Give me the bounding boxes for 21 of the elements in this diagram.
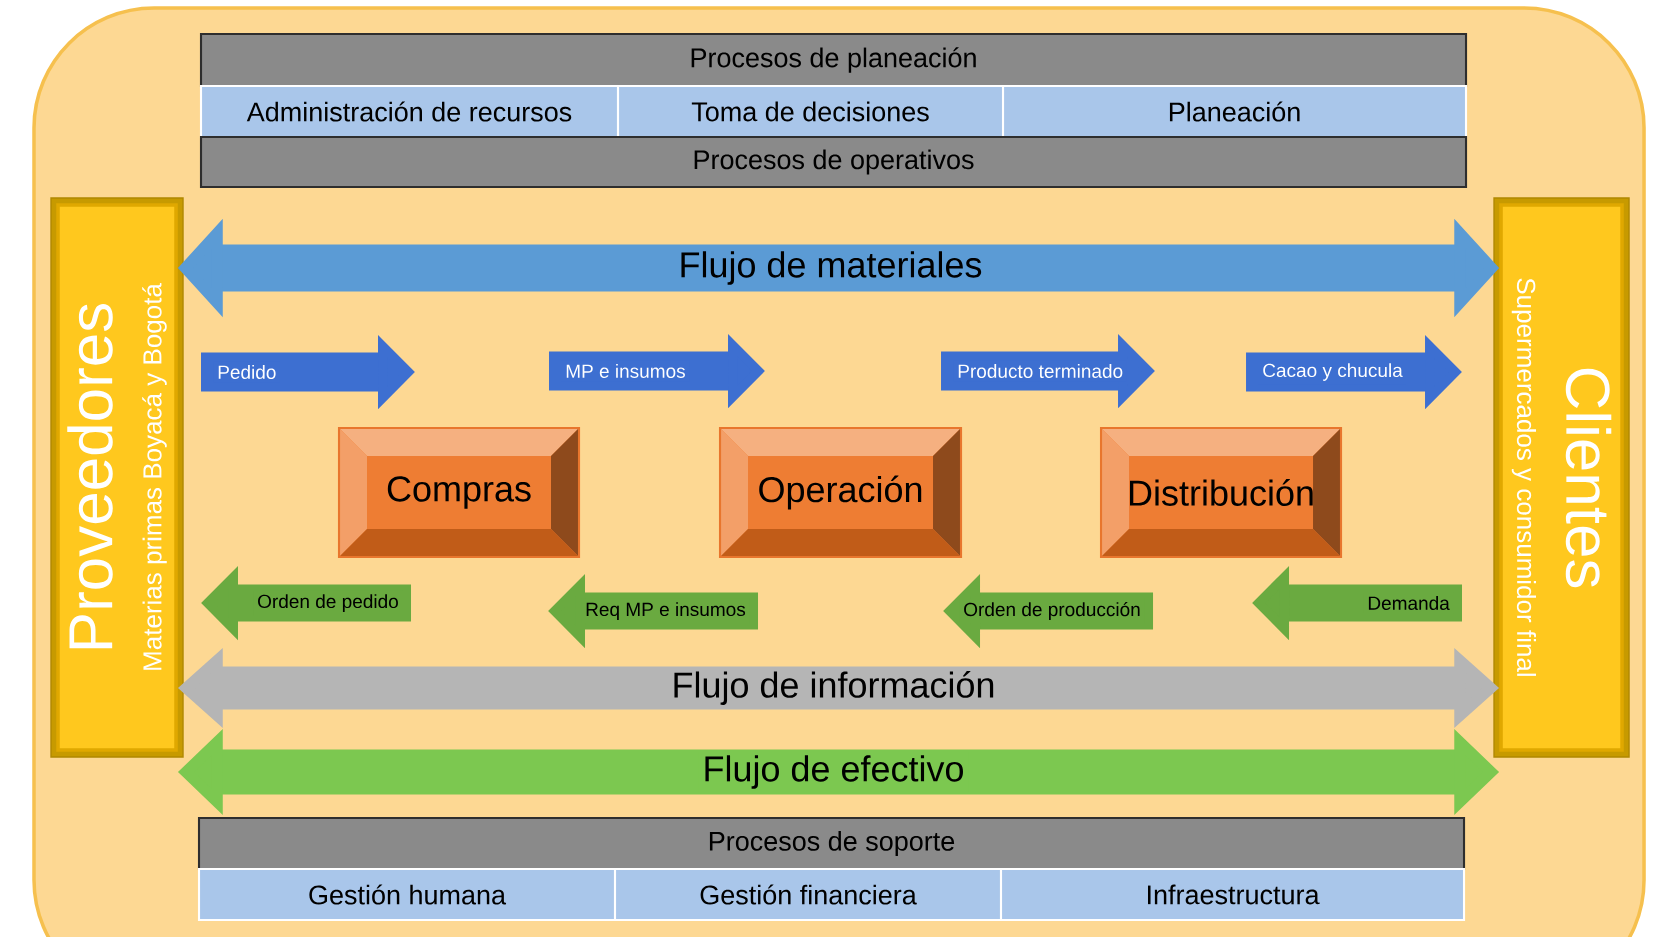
edge-label: Req MP e insumos	[581, 598, 750, 624]
edge-label: Cacao y chucula	[1258, 359, 1407, 385]
edge-label: Flujo de materiales	[674, 247, 987, 289]
table-cell: Gestión humana	[197, 867, 617, 922]
table-cell: Gestión financiera	[613, 867, 1003, 922]
table-cell: Toma de decisiones	[616, 84, 1005, 139]
process-box: Compras	[337, 426, 581, 559]
edge-label: Flujo de información	[667, 667, 1000, 709]
side-panel: Proveedores Materias primas Boyacá y Bogotá	[50, 197, 184, 758]
table-cell: Planeación	[1001, 84, 1468, 139]
table-cell: Infraestructura	[999, 867, 1466, 922]
edge-label: Flujo de efectivo	[698, 751, 969, 793]
table-cell: Administración de recursos	[199, 84, 620, 139]
side-panel: Clientes Supermercados y consumidor final	[1493, 197, 1630, 758]
process-bar: Procesos de soporte	[197, 816, 1466, 871]
edge-label: Orden de pedido	[253, 590, 403, 616]
process-bar: Procesos de planeación	[199, 32, 1468, 88]
process-bar: Procesos de operativos	[199, 135, 1468, 189]
process-box: Operación	[718, 426, 963, 559]
edge-label: Orden de producción	[959, 598, 1145, 624]
process-box: Distribución	[1099, 426, 1343, 559]
